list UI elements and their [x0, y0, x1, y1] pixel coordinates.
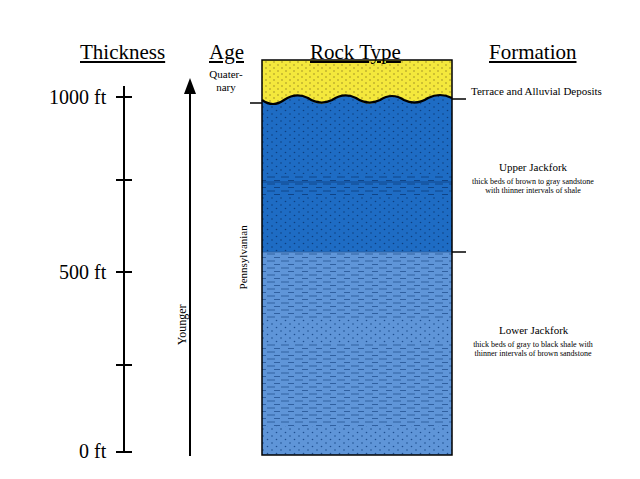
formation-name: Terrace and Alluvial Deposits	[471, 85, 602, 98]
column-header: Thickness	[80, 40, 165, 64]
formation-description: thick beds of gray to black shale with t…	[467, 340, 599, 358]
scale-label: 0 ft	[79, 440, 106, 463]
axis-label: Younger	[176, 305, 190, 346]
age-label: Pennsylvanian	[237, 225, 250, 289]
age-arrow	[184, 78, 196, 456]
age-label: Quater- nary	[204, 68, 248, 93]
thickness-scale	[116, 86, 132, 453]
terrace-deposits-band	[262, 60, 452, 104]
lower-jackfork-band	[262, 252, 452, 455]
formation-name: Upper Jackfork	[499, 161, 567, 174]
column-header: Rock Type	[310, 40, 401, 64]
contact-ticks	[250, 99, 466, 252]
column-header: Age	[209, 40, 244, 64]
column-header: Formation	[489, 40, 577, 64]
formation-name: Lower Jackfork	[499, 324, 568, 337]
scale-label: 1000 ft	[49, 86, 106, 109]
scale-label: 500 ft	[59, 261, 106, 284]
column-outline	[262, 60, 452, 455]
formation-description: thick beds of brown to gray sandstone wi…	[467, 177, 599, 195]
upper-jackfork-band	[262, 92, 452, 252]
